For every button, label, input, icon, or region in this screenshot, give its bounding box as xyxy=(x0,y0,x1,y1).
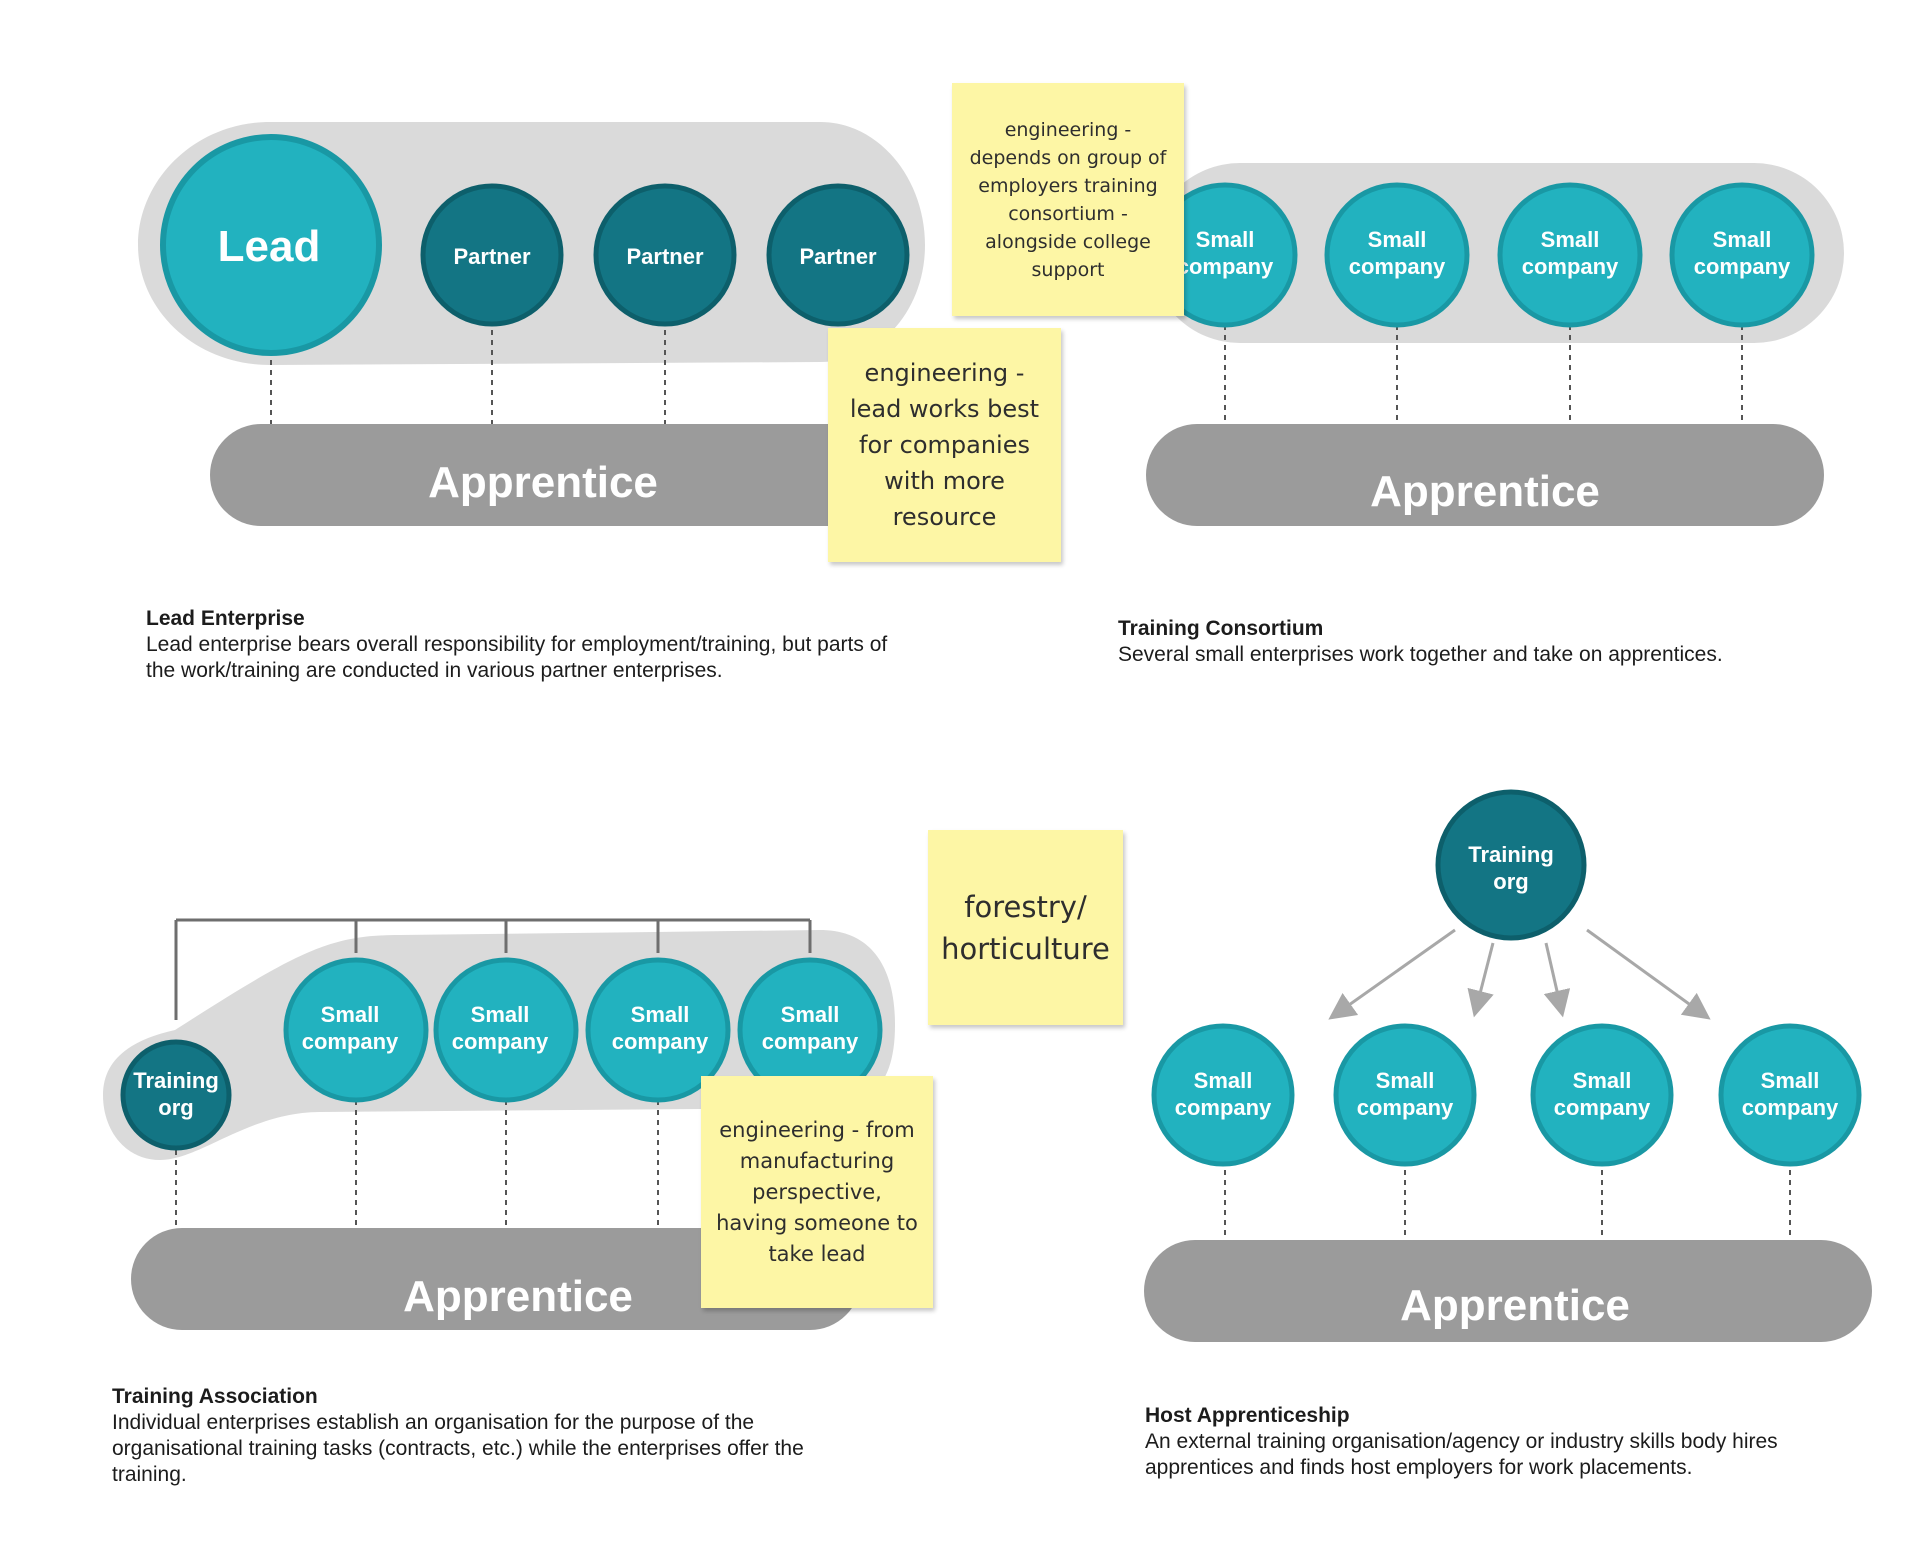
caption-title: Host Apprenticeship xyxy=(1145,1404,1350,1427)
training-association-bracket xyxy=(174,918,812,1020)
svg-text:Small: Small xyxy=(1368,227,1427,252)
training-consortium-apprentice-bar xyxy=(1146,424,1824,526)
svg-text:Small: Small xyxy=(1194,1068,1253,1093)
arrow-to-company-1 xyxy=(1328,928,1456,1020)
lead-enterprise-caption: Lead Enterprise Lead enterprise bears ov… xyxy=(146,606,906,684)
arrow-to-company-2 xyxy=(1467,942,1495,1018)
training-association-diagram: Apprentice Training org Small company Sm… xyxy=(103,918,895,1330)
sticky-note-forestry-text: forestry/ horticulture xyxy=(941,889,1110,966)
small-company-node: Small company xyxy=(1151,1023,1295,1167)
svg-text:company: company xyxy=(1742,1095,1839,1120)
sticky-note-forestry: forestry/ horticulture xyxy=(928,830,1123,1025)
lead-enterprise-diagram: Apprentice Lead Partner Partner Partner xyxy=(138,122,925,526)
svg-text:Small: Small xyxy=(631,1002,690,1027)
training-consortium-background-pill xyxy=(1150,163,1844,343)
svg-text:Training: Training xyxy=(133,1068,219,1093)
sticky-note-consortium-text: engineering - depends on group of employ… xyxy=(969,118,1167,281)
arrow-to-company-4 xyxy=(1586,928,1711,1020)
svg-text:Small: Small xyxy=(781,1002,840,1027)
partner-node: Partner xyxy=(420,183,564,327)
training-org-node: Training org xyxy=(120,1039,232,1151)
svg-text:Small: Small xyxy=(1713,227,1772,252)
svg-text:Partner: Partner xyxy=(453,244,530,269)
host-apprenticeship-diagram: Apprentice Training org Small company Sm… xyxy=(1144,789,1872,1342)
caption-title: Training Association xyxy=(112,1385,318,1408)
caption-title: Training Consortium xyxy=(1118,617,1324,640)
caption-body: Several small enterprises work together … xyxy=(1118,643,1723,666)
small-company-node: Small company xyxy=(1333,1023,1477,1167)
lead-enterprise-apprentice-label: Apprentice xyxy=(428,458,658,507)
svg-text:company: company xyxy=(1694,254,1791,279)
svg-text:Small: Small xyxy=(1541,227,1600,252)
sticky-note-association: engineering - from manufacturing perspec… xyxy=(701,1076,933,1308)
small-company-node: Small company xyxy=(1669,182,1815,328)
svg-text:company: company xyxy=(302,1029,399,1054)
svg-text:org: org xyxy=(1493,869,1528,894)
sticky-note-consortium: engineering - depends on group of employ… xyxy=(952,83,1184,316)
svg-text:company: company xyxy=(1522,254,1619,279)
svg-text:Partner: Partner xyxy=(799,244,876,269)
caption-body: Lead enterprise bears overall responsibi… xyxy=(146,633,888,682)
partner-node: Partner xyxy=(593,183,737,327)
svg-text:Small: Small xyxy=(321,1002,380,1027)
sticky-note-lead: engineering - lead works best for compan… xyxy=(828,328,1061,562)
svg-text:Small: Small xyxy=(471,1002,530,1027)
host-apprenticeship-apprentice-bar xyxy=(1144,1240,1872,1342)
svg-text:company: company xyxy=(452,1029,549,1054)
training-association-apprentice-bar xyxy=(131,1228,861,1330)
host-apprenticeship-caption: Host Apprenticeship An external training… xyxy=(1145,1403,1865,1481)
partner-node: Partner xyxy=(766,183,910,327)
host-apprenticeship-apprentice-label: Apprentice xyxy=(1400,1281,1630,1330)
sticky-note-association-text: engineering - from manufacturing perspec… xyxy=(716,1117,918,1266)
caption-body: Individual enterprises establish an orga… xyxy=(112,1411,804,1486)
small-company-node: Small company xyxy=(1497,182,1643,328)
svg-text:company: company xyxy=(1175,1095,1272,1120)
svg-text:company: company xyxy=(1349,254,1446,279)
lead-node: Lead xyxy=(160,134,382,356)
training-consortium-apprentice-label: Apprentice xyxy=(1370,467,1600,516)
small-company-node: Small company xyxy=(585,957,731,1103)
arrow-to-company-3 xyxy=(1543,942,1571,1018)
svg-text:Small: Small xyxy=(1376,1068,1435,1093)
svg-text:company: company xyxy=(1554,1095,1651,1120)
lead-enterprise-apprentice-bar xyxy=(210,424,885,526)
svg-text:company: company xyxy=(1177,254,1274,279)
training-org-node: Training org xyxy=(1435,789,1587,941)
svg-text:org: org xyxy=(158,1095,193,1120)
small-company-node: Small company xyxy=(283,957,429,1103)
sticky-note-lead-text: engineering - lead works best for compan… xyxy=(849,359,1040,531)
svg-text:Lead: Lead xyxy=(218,222,321,271)
small-company-node: Small company xyxy=(433,957,579,1103)
svg-text:Small: Small xyxy=(1573,1068,1632,1093)
small-company-node: Small company xyxy=(1152,182,1298,328)
small-company-node: Small company xyxy=(1718,1023,1862,1167)
svg-text:company: company xyxy=(1357,1095,1454,1120)
svg-text:Small: Small xyxy=(1196,227,1255,252)
training-association-apprentice-label: Apprentice xyxy=(403,1272,633,1321)
caption-title: Lead Enterprise xyxy=(146,607,305,630)
svg-text:Training: Training xyxy=(1468,842,1554,867)
training-consortium-caption: Training Consortium Several small enterp… xyxy=(1118,616,1878,668)
caption-body: An external training organisation/agency… xyxy=(1145,1430,1778,1479)
host-apprenticeship-arrows xyxy=(1328,928,1711,1020)
svg-text:Small: Small xyxy=(1761,1068,1820,1093)
small-company-node: Small company xyxy=(1530,1023,1674,1167)
small-company-node: Small company xyxy=(1324,182,1470,328)
svg-text:Partner: Partner xyxy=(626,244,703,269)
svg-text:company: company xyxy=(762,1029,859,1054)
svg-text:company: company xyxy=(612,1029,709,1054)
training-association-caption: Training Association Individual enterpri… xyxy=(112,1384,872,1488)
training-consortium-diagram: Apprentice Small company Small company S… xyxy=(1146,163,1844,526)
